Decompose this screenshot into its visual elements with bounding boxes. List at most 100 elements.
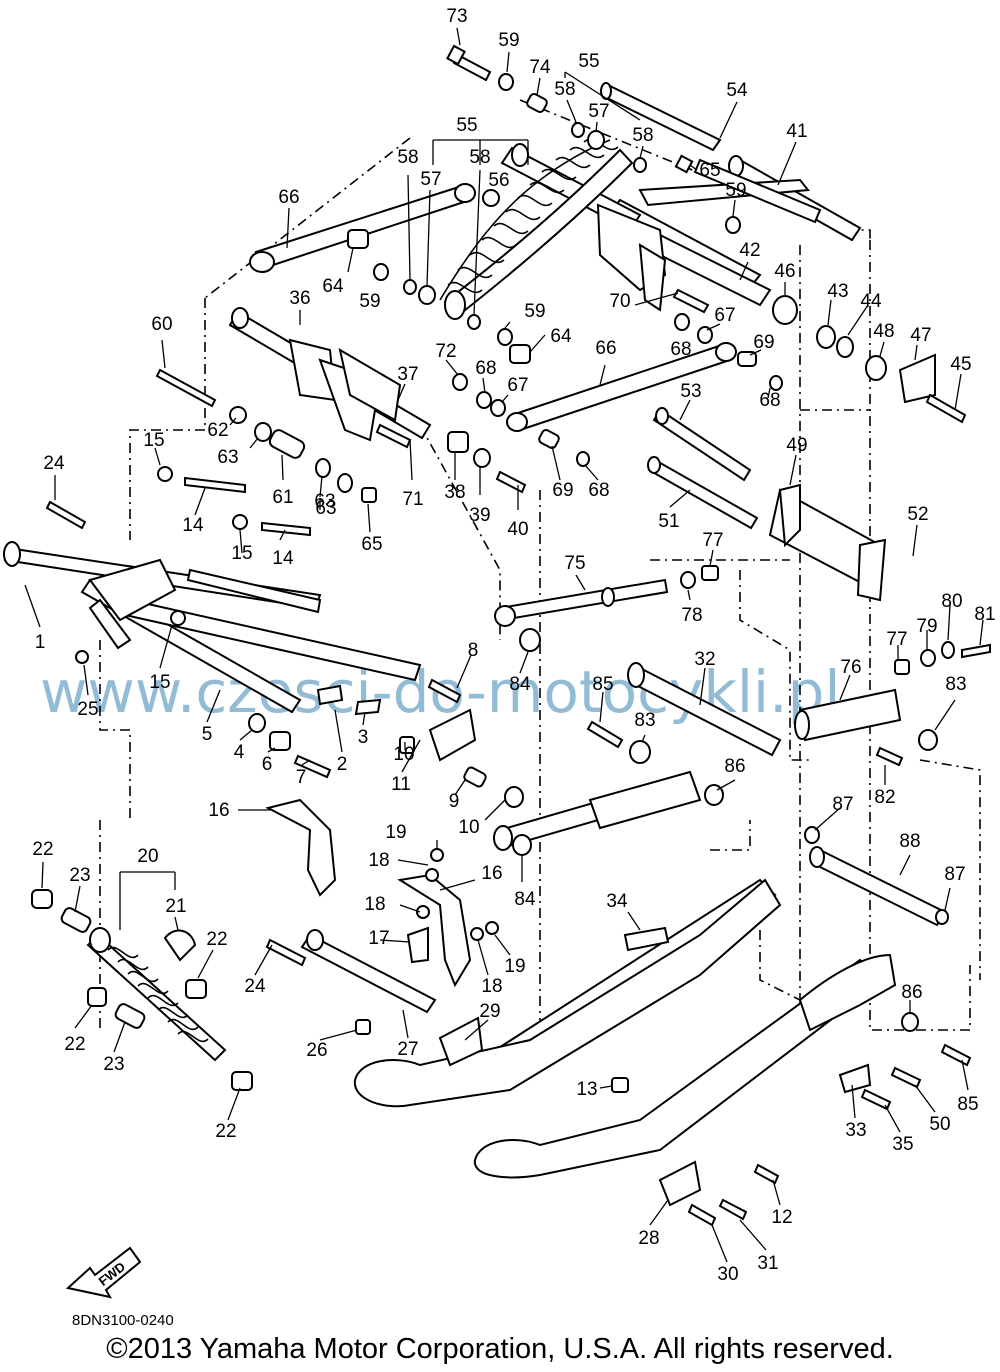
- callout-number: 73: [446, 6, 467, 27]
- callout-number: 56: [488, 170, 509, 191]
- callout-number: 51: [658, 511, 679, 532]
- callout-number: 64: [550, 326, 572, 347]
- callout-number: 58: [469, 147, 490, 168]
- callout-number: 6: [262, 754, 273, 775]
- shaft-75: [494, 578, 669, 627]
- callout-number: 39: [469, 505, 490, 526]
- axle-27: [300, 929, 437, 1014]
- callout-number: 54: [726, 80, 748, 101]
- leader-lines: [24, 27, 984, 1263]
- callout-number: 59: [524, 301, 545, 322]
- callout-number: 68: [588, 480, 609, 501]
- callout-number: 11: [391, 774, 411, 795]
- callout-number: 80: [941, 591, 962, 612]
- bracket-16-left: [265, 798, 337, 897]
- callout-number: 83: [945, 674, 966, 695]
- callout-number: 41: [786, 121, 807, 142]
- callout-number: 7: [296, 767, 307, 788]
- callout-number: 77: [702, 530, 723, 551]
- callout-number: 23: [69, 865, 90, 886]
- callout-number: 44: [860, 291, 882, 312]
- callout-number: 10: [393, 744, 414, 765]
- callout-number: 53: [680, 381, 701, 402]
- callout-number: 84: [509, 674, 531, 695]
- callout-number: 79: [916, 616, 937, 637]
- callout-number: 13: [576, 1079, 597, 1100]
- callout-number: 8: [468, 640, 479, 661]
- callout-number: 63: [314, 491, 335, 512]
- callout-number: 58: [632, 125, 653, 146]
- callout-number: 40: [507, 519, 528, 540]
- callout-number: 58: [554, 79, 575, 100]
- callout-number: 14: [182, 515, 204, 536]
- callout-number: 10: [458, 817, 479, 838]
- callout-number: 20: [137, 846, 158, 867]
- callout-number: 18: [364, 894, 385, 915]
- callout-number: 14: [272, 548, 294, 569]
- callout-number: 2: [337, 754, 348, 775]
- callout-number: 55: [456, 115, 477, 136]
- callout-number: 66: [595, 338, 616, 359]
- callout-number: 66: [278, 187, 299, 208]
- callout-number: 3: [358, 727, 369, 748]
- callout-number: 88: [899, 831, 920, 852]
- callout-number: 50: [929, 1114, 950, 1135]
- callout-number: 32: [694, 649, 715, 670]
- callout-number: 87: [832, 794, 853, 815]
- callout-number: 19: [504, 956, 525, 977]
- shaft-76: [794, 688, 902, 742]
- callout-number: 65: [699, 160, 720, 181]
- callout-number: 84: [514, 889, 536, 910]
- callout-number: 16: [208, 800, 229, 821]
- copyright-notice: ©2013 Yamaha Motor Corporation, U.S.A. A…: [106, 1333, 894, 1365]
- front-arm-36: [228, 307, 432, 442]
- callout-number: 37: [397, 364, 418, 385]
- callout-number: 36: [289, 288, 310, 309]
- callout-number: 61: [272, 487, 293, 508]
- callout-number: 23: [103, 1054, 124, 1075]
- diagram-code: 8DN3100-0240: [72, 1312, 174, 1329]
- callout-number: 85: [957, 1094, 978, 1115]
- callout-number: 21: [165, 896, 186, 917]
- callout-number: 48: [873, 321, 894, 342]
- shaft-53: [652, 407, 752, 482]
- callout-number: 82: [874, 787, 895, 808]
- bracket-16-right: [397, 873, 472, 988]
- callout-number: 29: [479, 1001, 500, 1022]
- callout-number: 72: [435, 341, 456, 362]
- callout-number: 83: [634, 710, 655, 731]
- main-frame-1: [3, 541, 422, 714]
- link-rod-66-lower: [506, 342, 737, 432]
- damper-86: [493, 770, 702, 851]
- callout-number: 25: [77, 699, 98, 720]
- callout-number: 15: [143, 430, 164, 451]
- callout-number: 70: [609, 291, 630, 312]
- callout-number: 59: [725, 180, 746, 201]
- callout-number: 86: [724, 756, 745, 777]
- slide-rail-34: [353, 878, 897, 1179]
- callout-number: 24: [244, 976, 266, 997]
- callout-number: 68: [759, 390, 780, 411]
- hardware: [31, 44, 991, 1227]
- callout-number: 69: [753, 332, 774, 353]
- callout-number: 46: [774, 261, 795, 282]
- callout-number: 5: [202, 724, 213, 745]
- callout-number: 67: [507, 375, 528, 396]
- rear-arm-41: [610, 155, 862, 287]
- callout-number: 24: [43, 453, 65, 474]
- callout-number: 27: [397, 1039, 418, 1060]
- callout-number: 71: [402, 489, 423, 510]
- callout-number: 35: [892, 1134, 913, 1155]
- callout-number: 67: [714, 305, 735, 326]
- callout-number: 77: [886, 629, 907, 650]
- callout-number: 85: [592, 674, 613, 695]
- callout-number: 59: [359, 291, 380, 312]
- callout-number: 74: [529, 57, 551, 78]
- callout-number: 81: [974, 604, 995, 625]
- callout-number: 62: [207, 420, 228, 441]
- callout-number: 64: [322, 276, 344, 297]
- callout-number: 38: [444, 482, 465, 503]
- shaft-51: [647, 456, 759, 530]
- callout-number: 49: [786, 435, 807, 456]
